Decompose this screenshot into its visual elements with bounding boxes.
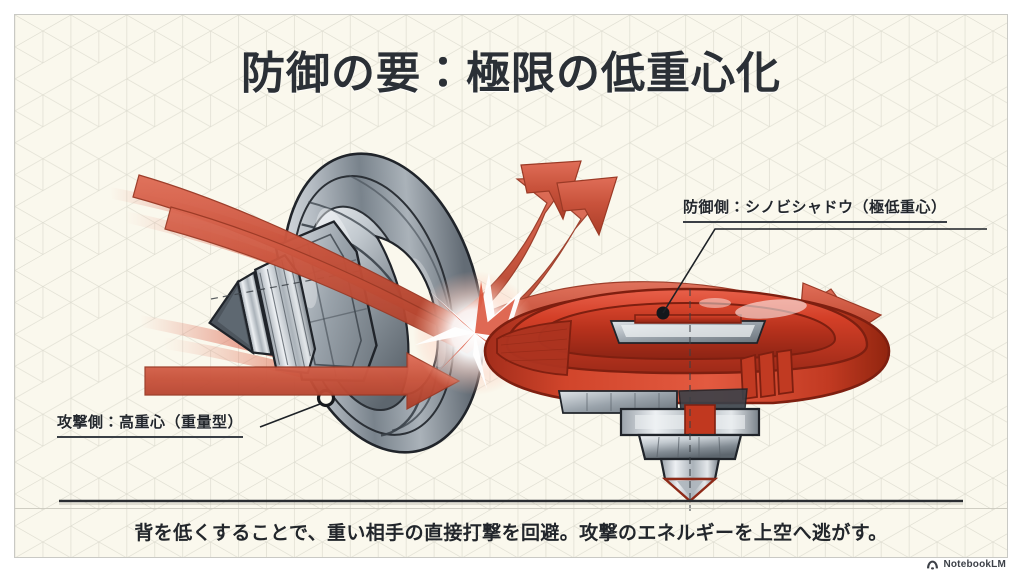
infographic-frame: 防御の要：極限の低重心化: [14, 14, 1008, 558]
caption-text: 背を低くすることで、重い相手の直接打撃を回避。攻撃のエネルギーを上空へ逃がす。: [134, 523, 888, 544]
label-attacker-underline: [57, 436, 244, 438]
leader-line-defender: [662, 228, 987, 314]
label-defender: 防御側：シノビシャドウ（極低重心）: [683, 196, 947, 223]
leader-line-attacker: [259, 403, 321, 428]
defender-low-profile-top: [483, 287, 891, 511]
label-attacker-text: 攻撃側：高重心（重量型）: [57, 414, 244, 431]
caption-divider: [15, 508, 1007, 509]
label-defender-text: 防御側：シノビシャドウ（極低重心）: [683, 199, 947, 216]
watermark-label: NotebookLM: [943, 559, 1006, 570]
notebooklm-logo-icon: [926, 559, 939, 570]
watermark: NotebookLM: [926, 559, 1006, 570]
label-defender-underline: [683, 221, 947, 223]
page-title: 防御の要：極限の低重心化: [241, 49, 781, 98]
arrow-low-strike: [144, 351, 461, 411]
illustration: [59, 152, 987, 511]
label-attacker: 攻撃側：高重心（重量型）: [57, 411, 244, 438]
